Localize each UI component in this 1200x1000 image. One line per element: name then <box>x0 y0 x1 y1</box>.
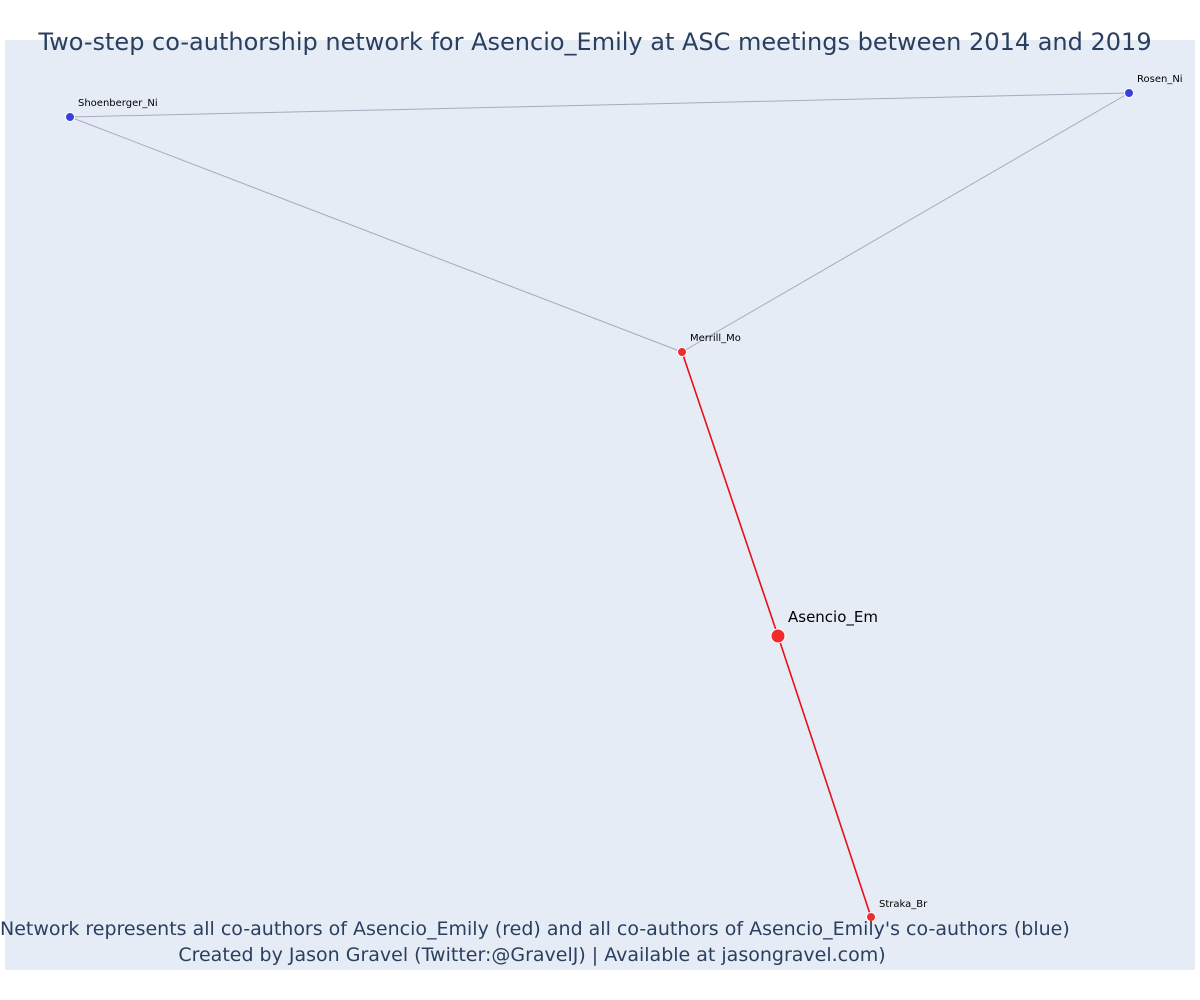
footer-note: Network represents all co-authors of Ase… <box>0 918 1070 940</box>
edge-Merrill_Mo-Rosen_Ni <box>681 92 1130 353</box>
footer-credit: Created by Jason Gravel (Twitter:@Gravel… <box>178 944 886 966</box>
edge-Merrill_Mo-Shoenberger_Ni <box>69 116 683 353</box>
edge-layer <box>69 92 1130 918</box>
node-label-Straka_Br: Straka_Br <box>879 899 928 910</box>
node-Shoenberger_Ni[interactable] <box>65 112 75 122</box>
node-Straka_Br[interactable] <box>866 912 876 922</box>
node-Merrill_Mo[interactable] <box>677 347 687 357</box>
node-layer <box>65 88 1134 922</box>
node-Asencio_Em[interactable] <box>770 628 786 644</box>
node-label-Merrill_Mo: Merrill_Mo <box>690 333 741 344</box>
node-label-Shoenberger_Ni: Shoenberger_Ni <box>78 98 158 109</box>
chart-title: Two-step co-authorship network for Asenc… <box>38 28 1152 56</box>
node-Rosen_Ni[interactable] <box>1124 88 1134 98</box>
node-label-Asencio_Em: Asencio_Em <box>788 608 878 627</box>
plot-background <box>5 40 1195 970</box>
node-label-Rosen_Ni: Rosen_Ni <box>1137 74 1183 85</box>
edge-Asencio_Em-Merrill_Mo <box>681 351 779 637</box>
edge-Asencio_Em-Straka_Br <box>777 635 872 918</box>
edge-Shoenberger_Ni-Rosen_Ni <box>69 92 1130 118</box>
